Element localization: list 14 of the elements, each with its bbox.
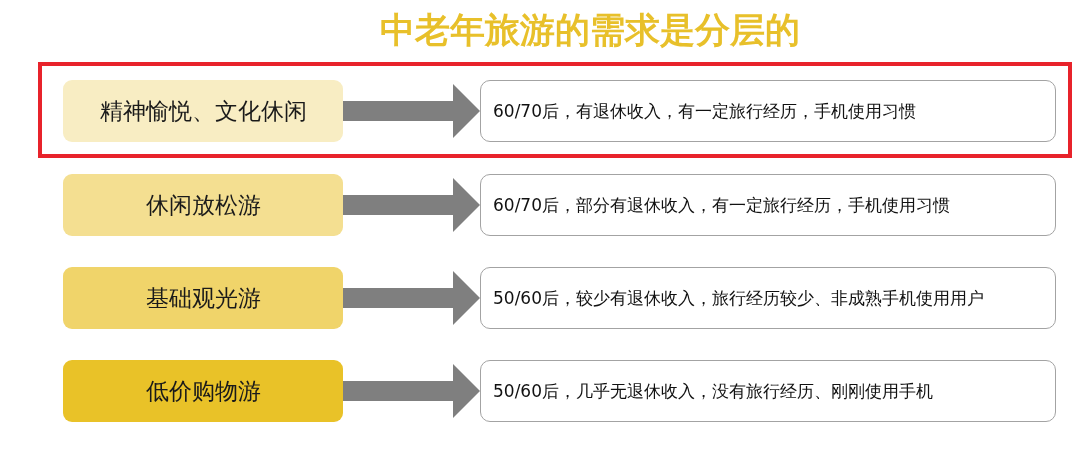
arrow bbox=[343, 271, 480, 325]
category-box: 休闲放松游 bbox=[63, 174, 343, 236]
arrow bbox=[343, 178, 480, 232]
category-box: 低价购物游 bbox=[63, 360, 343, 422]
highlight-frame bbox=[38, 62, 1072, 158]
description-box: 50/60后，较少有退休收入，旅行经历较少、非成熟手机使用用户 bbox=[480, 267, 1056, 329]
category-box: 基础观光游 bbox=[63, 267, 343, 329]
arrow bbox=[343, 84, 480, 138]
description-box: 60/70后，有退休收入，有一定旅行经历，手机使用习惯 bbox=[480, 80, 1056, 142]
category-box: 精神愉悦、文化休闲 bbox=[63, 80, 343, 142]
description-box: 50/60后，几乎无退休收入，没有旅行经历、刚刚使用手机 bbox=[480, 360, 1056, 422]
title: 中老年旅游的需求是分层的 bbox=[380, 9, 800, 52]
arrow bbox=[343, 364, 480, 418]
description-box: 60/70后，部分有退休收入，有一定旅行经历，手机使用习惯 bbox=[480, 174, 1056, 236]
